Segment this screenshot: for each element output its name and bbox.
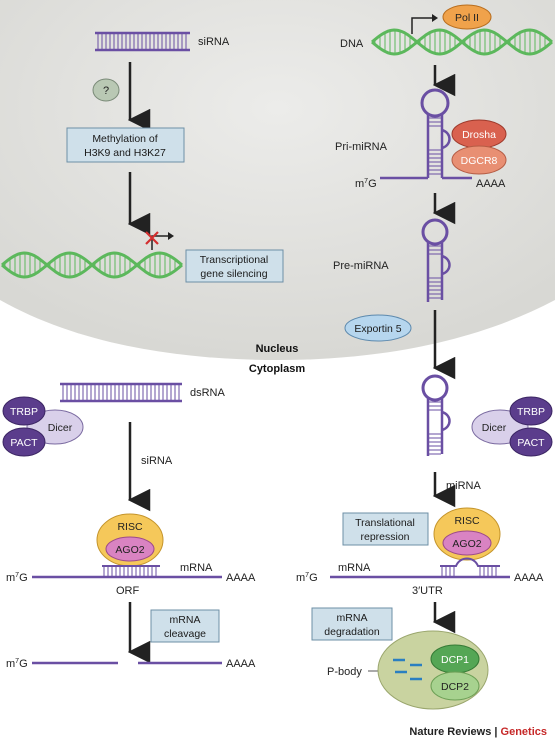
pri-polya-label: AAAA — [476, 178, 506, 190]
mrna-cleavage-box: mRNA cleavage — [150, 609, 220, 643]
svg-text:mRNA: mRNA — [337, 612, 368, 624]
pre-mirna-hairpin — [421, 218, 451, 302]
nucleus-label: Nucleus — [256, 343, 299, 355]
pol2-protein: Pol II — [442, 4, 492, 30]
utr-label: 3′UTR — [412, 585, 443, 597]
transcription-start-icon — [411, 14, 438, 34]
svg-text:Dicer: Dicer — [48, 422, 73, 434]
journal-section: Genetics — [500, 726, 547, 738]
mirna-seed-bulge — [440, 557, 500, 576]
svg-text:?: ? — [103, 85, 109, 97]
journal-credit: Nature Reviews | Genetics — [409, 726, 547, 738]
mrna-polya-right: AAAA — [514, 572, 544, 584]
pbody-label: P-body — [327, 666, 362, 678]
svg-text:cleavage: cleavage — [164, 628, 206, 640]
sirna-label: siRNA — [198, 36, 230, 48]
svg-text:DCP1: DCP1 — [441, 654, 469, 666]
transcriptional-silencing-box: Transcriptional gene silencing — [185, 249, 284, 283]
pact-protein-right: PACT — [509, 427, 553, 457]
genomic-dna-helix — [371, 28, 553, 56]
svg-text:AGO2: AGO2 — [115, 544, 144, 556]
svg-text:Transcriptional: Transcriptional — [200, 254, 268, 266]
dcp1-protein: DCP1 — [430, 644, 480, 674]
trbp-protein-right: TRBP — [509, 396, 553, 426]
mrna-label-right: mRNA — [338, 562, 371, 574]
svg-text:repression: repression — [360, 531, 409, 543]
svg-text:gene silencing: gene silencing — [200, 268, 267, 280]
journal-name: Nature Reviews — [409, 726, 492, 738]
svg-text:Pol II: Pol II — [455, 12, 479, 24]
translational-repression-box: Translational repression — [342, 512, 429, 546]
risc-complex-left: RISC AGO2 — [96, 513, 164, 567]
svg-text:degradation: degradation — [324, 626, 380, 638]
mrna-cap-right: m7G — [296, 572, 318, 584]
cleaved-polya: AAAA — [226, 658, 256, 670]
dsrna-duplex — [60, 382, 182, 403]
silenced-dna-helix — [1, 251, 183, 279]
svg-text:RISC: RISC — [117, 521, 143, 533]
mrna-polya-left: AAAA — [226, 572, 256, 584]
pact-protein-left: PACT — [2, 427, 46, 457]
exportin5-protein: Exportin 5 — [344, 314, 412, 342]
svg-text:DGCR8: DGCR8 — [461, 155, 498, 167]
svg-text:TRBP: TRBP — [517, 406, 545, 418]
svg-text:Methylation of: Methylation of — [92, 133, 157, 145]
svg-text:PACT: PACT — [517, 437, 545, 449]
blocked-transcription-icon — [145, 231, 174, 250]
cytoplasm-label: Cytoplasm — [249, 363, 305, 375]
dna-label: DNA — [340, 38, 364, 50]
svg-text:TRBP: TRBP — [10, 406, 38, 418]
sirna-guide-strand — [102, 565, 160, 576]
unknown-factor-icon: ? — [92, 78, 120, 102]
drosha-protein: Drosha — [451, 119, 507, 149]
svg-text:AGO2: AGO2 — [452, 538, 481, 550]
pri-mirna-hairpin — [380, 88, 472, 180]
mrna-label-left: mRNA — [180, 562, 213, 574]
cyto-pre-mirna-hairpin — [421, 374, 451, 456]
p-body — [377, 630, 489, 710]
svg-text:mRNA: mRNA — [170, 614, 201, 626]
mrna-cap-left: m7G — [6, 572, 28, 584]
dgcr8-protein: DGCR8 — [451, 145, 507, 175]
mirna-label: miRNA — [446, 480, 481, 492]
svg-text:DCP2: DCP2 — [441, 681, 469, 693]
orf-label: ORF — [116, 585, 140, 597]
svg-text:Translational: Translational — [355, 517, 415, 529]
mrna-degradation-box: mRNA degradation — [311, 607, 393, 641]
nucleus-region — [0, 0, 555, 360]
svg-text:PACT: PACT — [10, 437, 38, 449]
cleaved-cap: m7G — [6, 658, 28, 670]
sirna-duplex-nuclear — [95, 31, 190, 52]
dsrna-label: dsRNA — [190, 387, 226, 399]
credit-separator: | — [491, 726, 501, 738]
dcp2-protein: DCP2 — [430, 671, 480, 701]
trbp-protein-left: TRBP — [2, 396, 46, 426]
pre-mirna-label: Pre-miRNA — [333, 260, 389, 272]
svg-text:Exportin 5: Exportin 5 — [354, 323, 401, 335]
pri-cap-label: m7G — [355, 178, 377, 190]
svg-text:H3K9 and H3K27: H3K9 and H3K27 — [84, 147, 166, 159]
risc-complex-right: RISC AGO2 — [433, 507, 501, 561]
svg-text:RISC: RISC — [454, 515, 480, 527]
methylation-box: Methylation of H3K9 and H3K27 — [66, 127, 185, 163]
svg-text:Drosha: Drosha — [462, 129, 496, 141]
sirna-cyto-label: siRNA — [141, 455, 173, 467]
svg-text:Dicer: Dicer — [482, 422, 507, 434]
pri-mirna-label: Pri-miRNA — [335, 141, 388, 153]
